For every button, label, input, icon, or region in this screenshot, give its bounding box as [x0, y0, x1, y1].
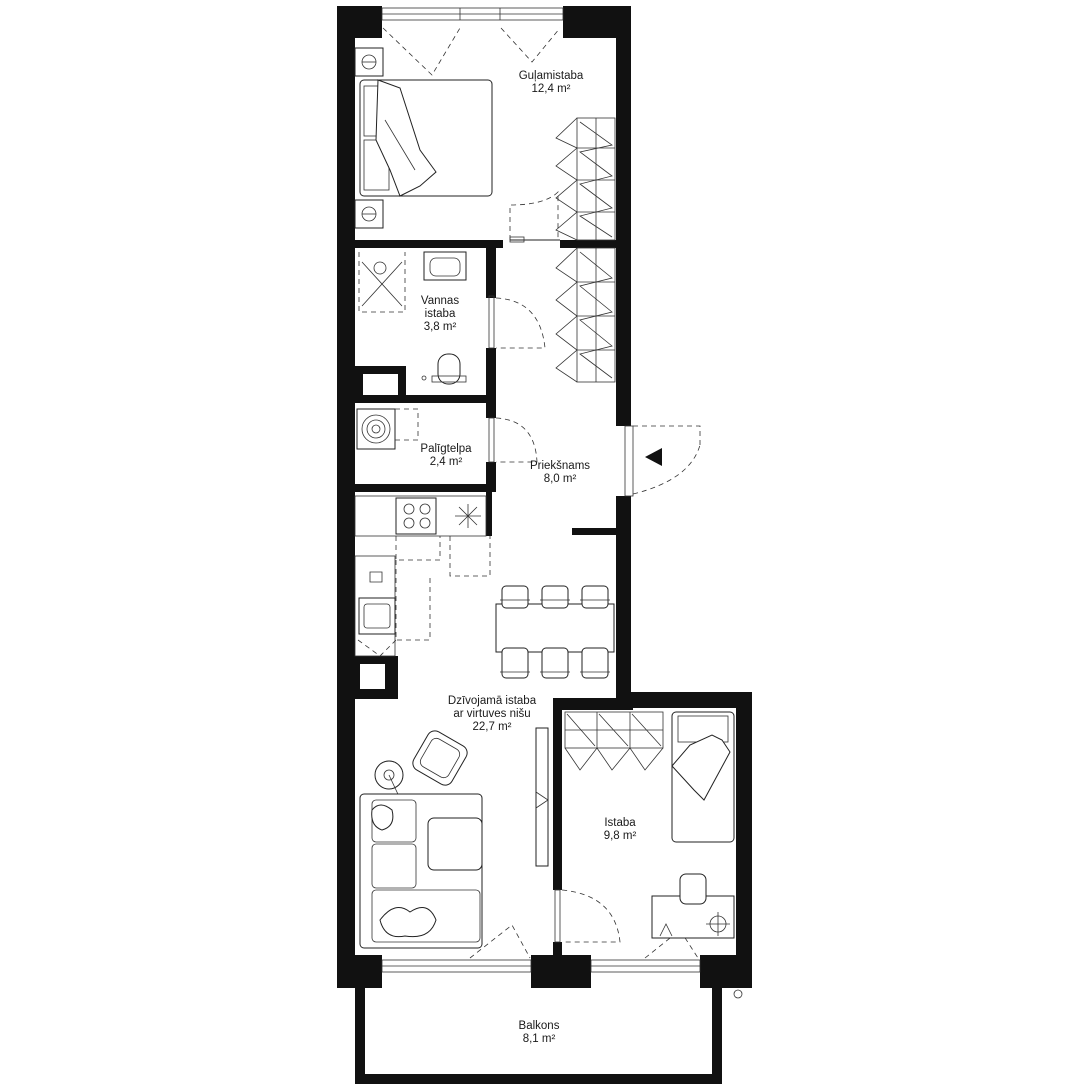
room: Istaba 9,8 m² [554, 711, 735, 943]
utility-area: 2,4 m² [430, 456, 463, 468]
bathroom: Vannas istaba 3,8 m² [358, 251, 546, 385]
bathroom-area: 3,8 m² [424, 321, 457, 333]
desk-chair [679, 873, 707, 905]
window-bottom [381, 924, 701, 973]
entrance-arrow-icon [645, 448, 662, 466]
interior-walls [355, 240, 633, 962]
toilet [437, 353, 461, 385]
bathroom-sink [423, 251, 467, 281]
wardrobe-hallway [555, 247, 616, 383]
hallway-name: Priekšnams [530, 460, 590, 472]
armchair [412, 730, 468, 786]
balcony: Balkons 8,1 m² [355, 988, 743, 1084]
wardrobe-bedroom [555, 117, 616, 241]
room-name: Istaba [604, 817, 636, 829]
living-area: 22,7 m² [473, 721, 512, 733]
bathroom-name-2: istaba [425, 308, 456, 320]
hallway-area: 8,0 m² [544, 473, 577, 485]
balcony-name: Balkons [519, 1020, 560, 1032]
nightstand-bottom [354, 199, 384, 229]
extractor-icon [455, 504, 481, 528]
entrance-door[interactable] [624, 425, 701, 497]
wardrobe-room [564, 711, 664, 771]
living-name-2: ar virtuves nišu [453, 708, 530, 720]
dining-table-set [495, 585, 615, 679]
coffee-table [427, 817, 483, 871]
utility-name: Palīgtelpa [420, 443, 472, 455]
balcony-area: 8,1 m² [523, 1033, 556, 1045]
kitchen [354, 495, 491, 657]
bedroom-area: 12,4 m² [532, 83, 571, 95]
utility-room: Palīgtelpa 2,4 m² [356, 408, 538, 468]
tv-stand [535, 727, 549, 867]
living-name-1: Dzīvojamā istaba [448, 695, 537, 707]
bedroom-name: Guļamistaba [519, 70, 584, 82]
bedroom: Guļamistaba 12,4 m² [354, 47, 616, 243]
cooktop [395, 497, 437, 535]
boiler [356, 408, 396, 450]
boiler-spiral-icon [361, 414, 391, 444]
outer-walls [337, 6, 752, 988]
dining-table [495, 603, 615, 653]
living-room: Dzīvojamā istaba ar virtuves nišu 22,7 m… [359, 695, 549, 949]
window-top [381, 7, 564, 76]
room-area: 9,8 m² [604, 830, 637, 842]
bathroom-name-1: Vannas [421, 295, 459, 307]
